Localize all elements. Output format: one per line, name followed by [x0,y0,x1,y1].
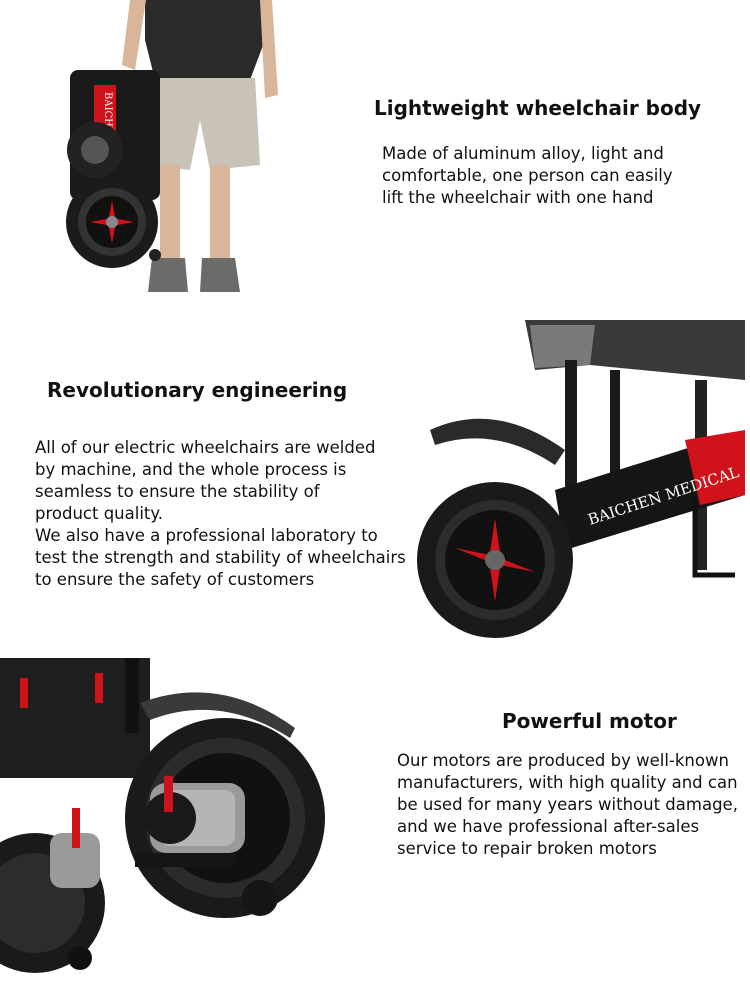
section-body-lightweight: Made of aluminum alloy, light and comfor… [382,143,673,209]
folded-chair-brand-label: BAICHEN [102,92,113,143]
body-line: and we have professional after-sales [397,817,700,836]
body-line: test the strength and stability of wheel… [35,548,406,567]
body-line: comfortable, one person can easily [382,166,673,185]
section-heading-motor: Powerful motor [502,709,677,733]
section-heading-lightweight: Lightweight wheelchair body [374,96,702,120]
body-line: be used for many years without damage, [397,795,738,814]
section-body-motor: Our motors are produced by well-known ma… [397,750,738,860]
body-line: service to repair broken motors [397,839,657,858]
body-line: Our motors are produced by well-known [397,751,729,770]
section-body-engineering: All of our electric wheelchairs are weld… [35,437,406,591]
wheelchair-frame-photo: BAICHEN MEDICAL [415,320,745,655]
body-line: lift the wheelchair with one hand [382,188,654,207]
body-line: All of our electric wheelchairs are weld… [35,438,376,457]
body-line: manufacturers, with high quality and can [397,773,738,792]
body-line: seamless to ensure the stability of [35,482,320,501]
folded-wheelchair-photo: BAICHEN [50,0,290,300]
motor-closeup-photo [0,658,330,983]
body-line: to ensure the safety of customers [35,570,315,589]
body-line: We also have a professional laboratory t… [35,526,378,545]
body-line: Made of aluminum alloy, light and [382,144,664,163]
body-line: product quality. [35,504,164,523]
section-heading-engineering: Revolutionary engineering [47,378,348,402]
body-line: by machine, and the whole process is [35,460,347,479]
